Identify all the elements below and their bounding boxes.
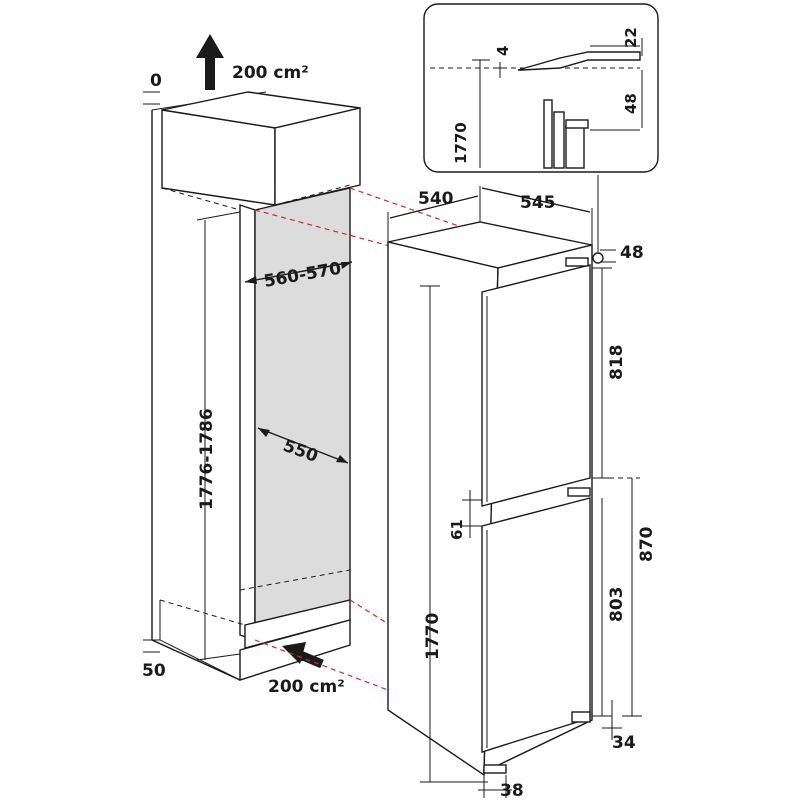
appliance-body <box>387 221 593 777</box>
vent-top-label: 200 cm² <box>232 63 309 83</box>
foot-label: 38 <box>500 781 524 800</box>
vent-bottom-label: 200 cm² <box>268 677 345 697</box>
cabinet-niche <box>151 91 361 681</box>
door-gap-label: 61 <box>448 519 466 540</box>
appliance-depth-label: 540 <box>418 189 454 209</box>
appliance-width-label: 545 <box>520 193 556 213</box>
detail-inset <box>423 3 659 173</box>
gap-top-label: 0 <box>150 71 162 91</box>
detail-top-label: 22 <box>622 27 640 48</box>
detail-gap-label: 4 <box>494 46 512 56</box>
gap-bottom-label: 50 <box>142 661 166 681</box>
vent-up-arrow-icon <box>196 34 224 90</box>
detail-side-label: 48 <box>622 93 640 114</box>
alignment-lines <box>254 187 471 691</box>
hinge-offset-label: 48 <box>620 243 644 263</box>
vent-in-arrow-icon <box>282 642 324 669</box>
niche-height-label: 1776-1786 <box>197 408 217 510</box>
upper-door-label: 818 <box>607 345 627 381</box>
appliance-height-label: 1770 <box>423 613 443 660</box>
lower-section-label: 870 <box>637 526 657 562</box>
detail-marker-icon <box>592 252 604 264</box>
lower-door-label: 803 <box>607 587 627 623</box>
base-offset-label: 34 <box>612 733 636 753</box>
detail-height-label: 1770 <box>452 122 470 164</box>
